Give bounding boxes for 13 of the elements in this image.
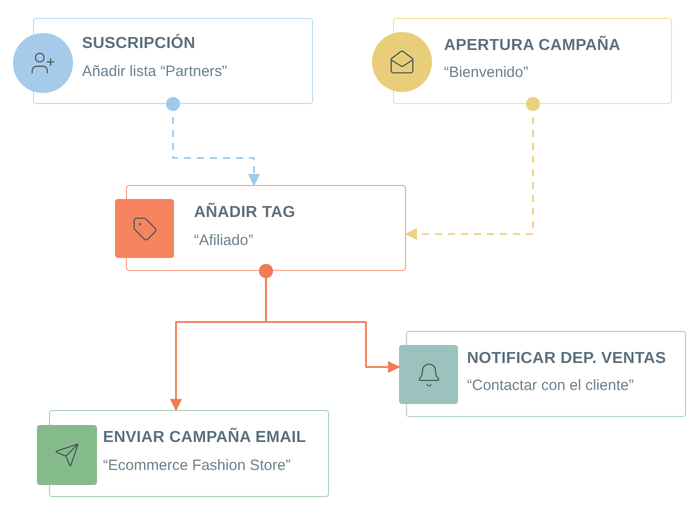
step-description: “Contactar con el cliente” <box>467 377 634 394</box>
connector-arrow <box>405 97 540 240</box>
connector-arrow <box>259 264 400 373</box>
step-description: Añadir lista “Partners” <box>82 63 228 80</box>
step-description: “Bienvenido” <box>444 64 528 81</box>
step-title: NOTIFICAR DEP. VENTAS <box>467 350 666 368</box>
step-title: ENVIAR CAMPAÑA EMAIL <box>103 429 306 447</box>
step-description: “Afiliado” <box>194 232 254 249</box>
step-title: AÑADIR TAG <box>194 204 296 222</box>
connector-arrow <box>166 97 260 186</box>
step-title: SUSCRIPCIÓN <box>82 35 196 53</box>
step-title: APERTURA CAMPAÑA <box>444 37 621 55</box>
step-description: “Ecommerce Fashion Store” <box>103 457 291 474</box>
